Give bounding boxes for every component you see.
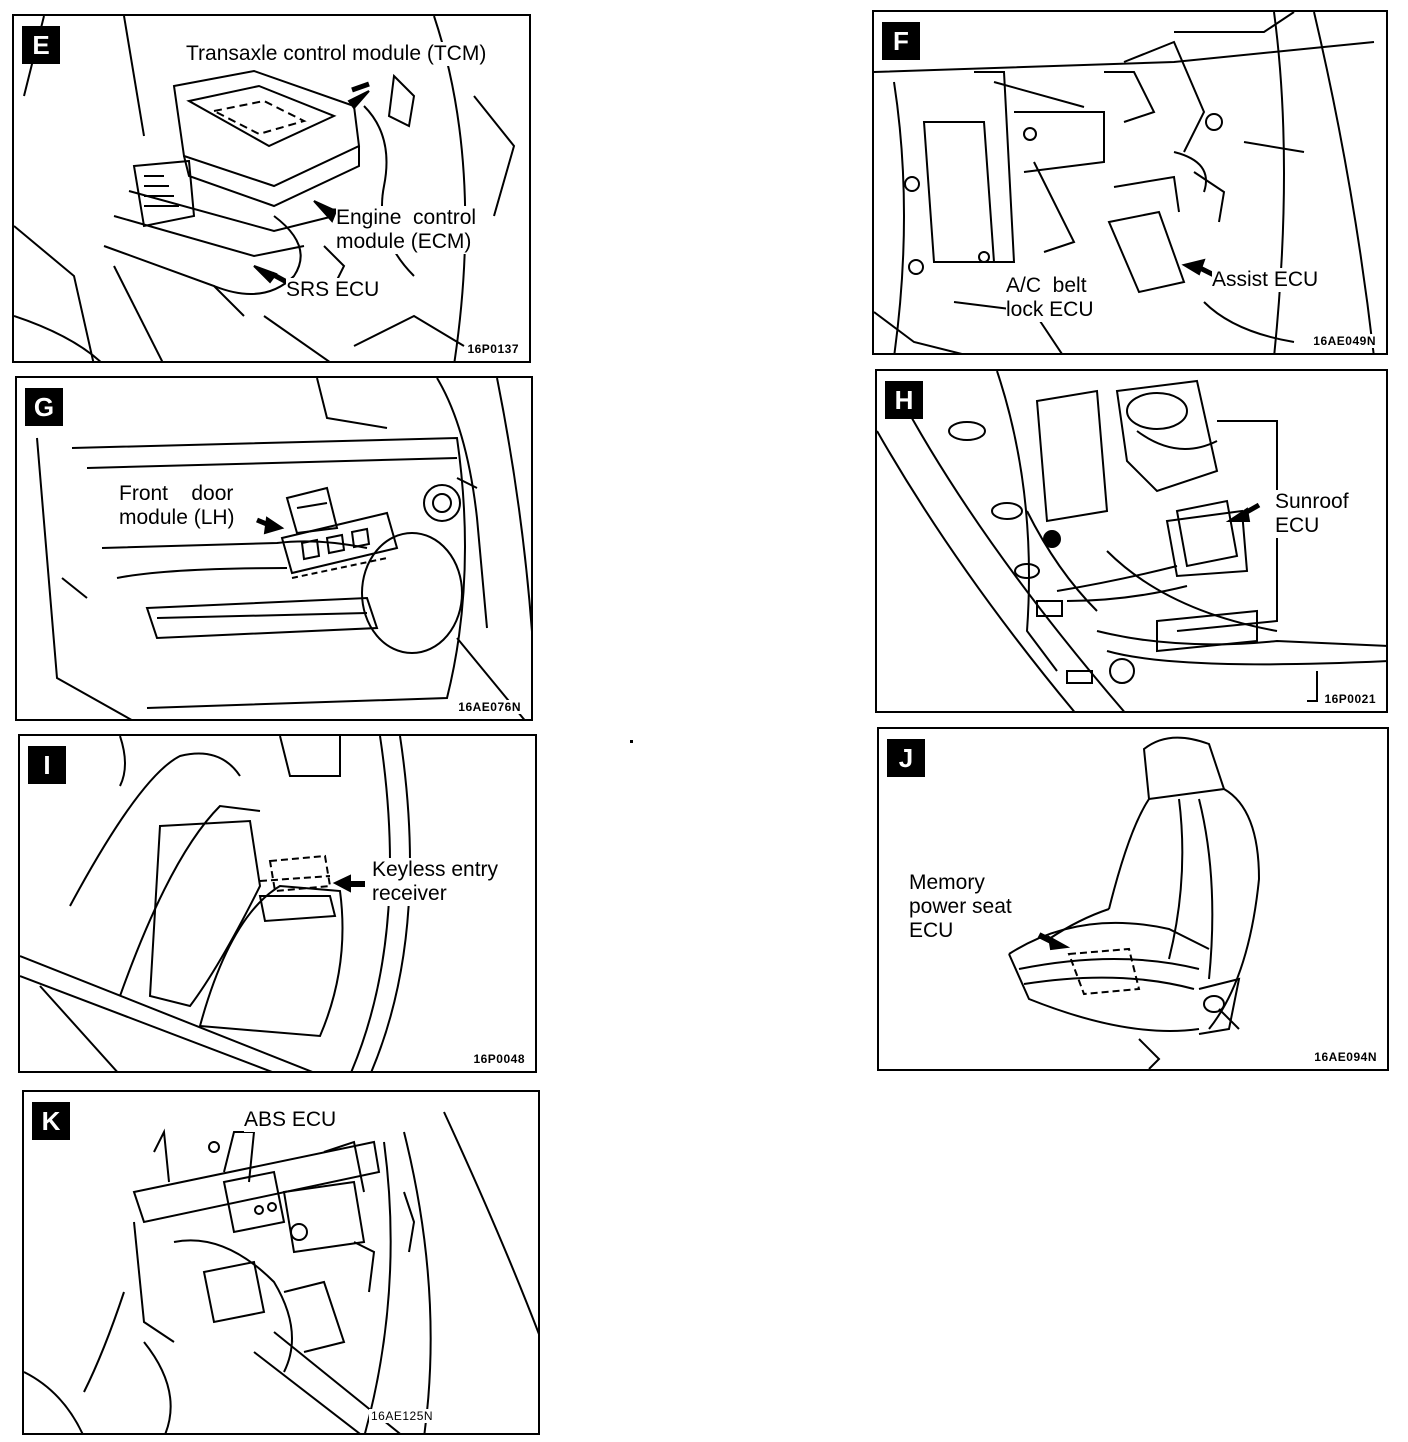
ecm-label: Engine control module (ECM): [336, 206, 477, 254]
panel-i-letter: I: [28, 746, 66, 784]
panel-e-letter: E: [22, 26, 60, 64]
panel-i: I Keyless entry receiver 16P0048: [18, 734, 537, 1073]
abs-ecu-label: ABS ECU: [244, 1108, 337, 1132]
panel-f-letter: F: [882, 22, 920, 60]
panel-g-letter: G: [25, 388, 63, 426]
sunroof-ecu-illustration: [877, 371, 1386, 711]
sunroof-ecu-label: Sunroof ECU: [1275, 490, 1349, 538]
panel-k: K ABS ECU 16AE125N: [22, 1090, 540, 1435]
panel-j-letter: J: [887, 739, 925, 777]
assist-ecu-illustration: [874, 12, 1375, 353]
stray-dot: [630, 740, 633, 743]
ac-belt-lock-ecu-label: A/C belt lock ECU: [1006, 274, 1094, 322]
front-door-illustration: [36, 378, 531, 719]
panel-e: E Transaxle control module (TCM) Engine …: [12, 14, 531, 363]
abs-ecu-illustration: [24, 1111, 538, 1433]
panel-e-code: 16P0137: [465, 342, 521, 356]
panel-j-code: 16AE094N: [1312, 1050, 1379, 1064]
keyless-receiver-illustration: [20, 736, 411, 1071]
keyless-entry-receiver-label: Keyless entry receiver: [372, 858, 499, 906]
memory-seat-illustration: [1008, 736, 1261, 1069]
tcm-label: Transaxle control module (TCM): [186, 42, 487, 66]
panel-f-code: 16AE049N: [1311, 334, 1378, 348]
panel-f: F A/C belt lock ECU Assist ECU 16AE049N: [872, 10, 1388, 355]
panel-h: H Sunroof ECU 16P0021: [875, 369, 1388, 713]
tcm-ecm-illustration: [14, 16, 516, 361]
panel-h-code: 16P0021: [1322, 692, 1378, 706]
panel-g-code: 16AE076N: [456, 700, 523, 714]
srs-ecu-label: SRS ECU: [286, 278, 380, 302]
panel-j: J Memory power seat ECU 16AE094N: [877, 727, 1389, 1071]
front-door-module-label: Front door module (LH): [119, 482, 235, 530]
memory-power-seat-ecu-label: Memory power seat ECU: [909, 871, 1012, 942]
panel-i-code: 16P0048: [471, 1052, 527, 1066]
panel-g: G Front door module (LH) 16AE076N: [15, 376, 533, 721]
assist-ecu-label: Assist ECU: [1212, 268, 1319, 292]
panel-k-code: 16AE125N: [369, 1409, 436, 1423]
panel-h-letter: H: [885, 381, 923, 419]
panel-k-letter: K: [32, 1102, 70, 1140]
